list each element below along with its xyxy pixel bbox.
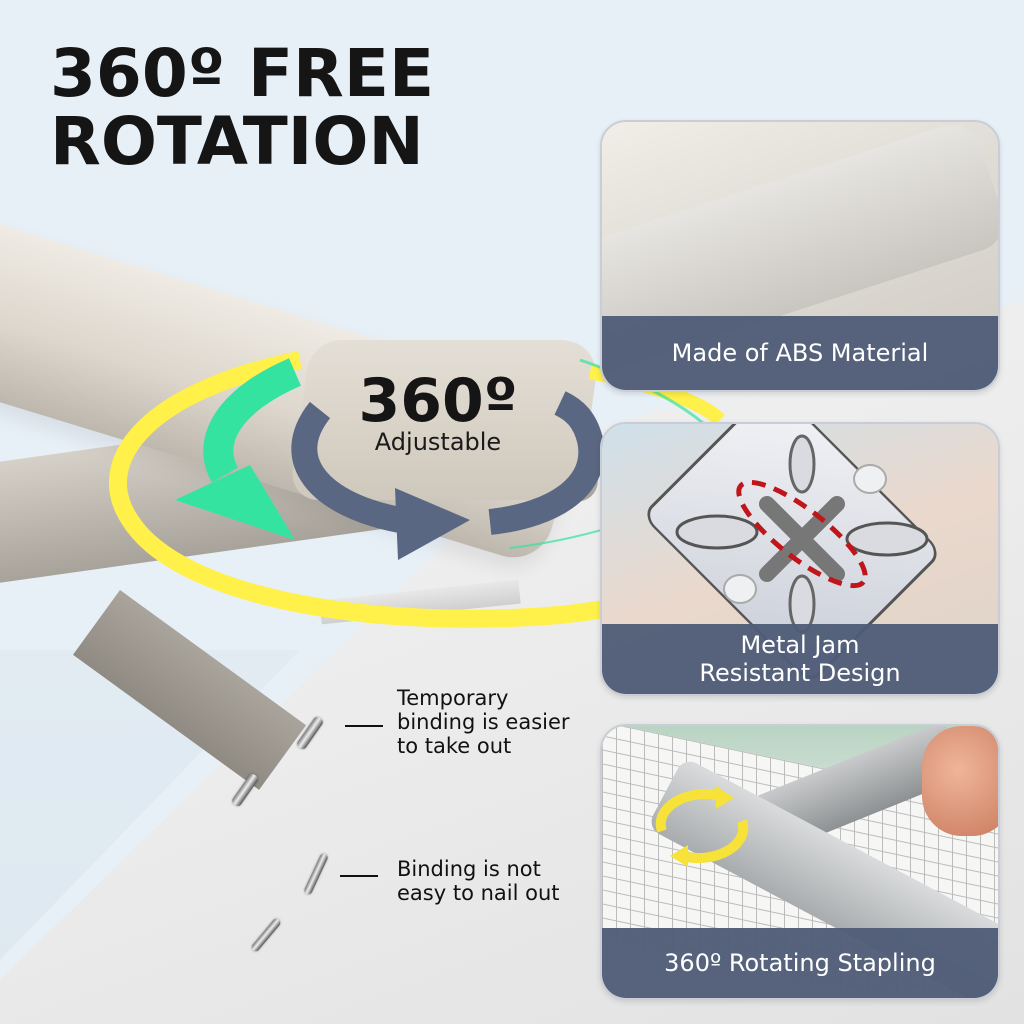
feature-panel-jam-resistant: Metal Jam Resistant Design — [600, 422, 1000, 696]
jam-highlight-outline — [736, 479, 868, 589]
feature-panel-abs-material: Made of ABS Material — [600, 120, 1000, 392]
rotation-caption: Adjustable — [374, 428, 502, 456]
title-line-1: 360º FREE — [50, 35, 435, 112]
panel-caption: 360º Rotating Stapling — [602, 928, 998, 998]
note-secure-binding: Binding is not easy to nail out — [397, 857, 560, 905]
note-temporary-binding: Temporary binding is easier to take out — [397, 686, 570, 758]
feature-panel-rotating-stapling: 360º Rotating Stapling — [600, 724, 1000, 1000]
panel-caption: Metal Jam Resistant Design — [602, 624, 998, 694]
hand — [922, 726, 998, 836]
yellow-rotate-icon — [655, 786, 749, 867]
rotation-degrees: 360º — [358, 366, 518, 436]
leader-line-1 — [345, 725, 383, 727]
anvil-detail-graphic — [675, 434, 929, 634]
title-line-2: ROTATION — [50, 103, 424, 180]
leader-line-2 — [340, 875, 378, 877]
rotation-badge: 360º Adjustable — [348, 370, 528, 456]
panel-caption: Made of ABS Material — [602, 316, 998, 390]
page-title: 360º FREE ROTATION — [50, 40, 434, 176]
